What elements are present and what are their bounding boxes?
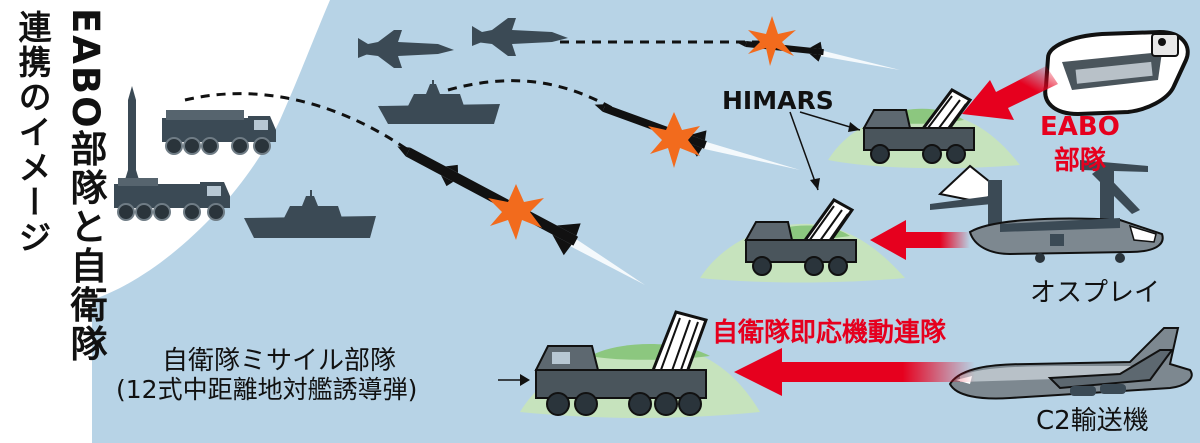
- missile-trail-middle: [700, 140, 800, 170]
- sdf-launcher-group: [520, 310, 760, 418]
- arrow-c2-to-sdf: [734, 348, 975, 396]
- c2-transport-aircraft: [948, 327, 1193, 400]
- launcher-truck-lower: [114, 178, 230, 221]
- ground-missile: [124, 86, 140, 183]
- explosion-middle: [648, 112, 700, 168]
- title-line1: 連携のイメージ: [13, 10, 52, 255]
- himars-upper-group: [828, 88, 1020, 169]
- missile-path-left: [184, 92, 409, 152]
- launcher-truck-upper: [162, 110, 276, 155]
- missile-path-middle: [447, 79, 613, 110]
- label-c2-transport: C2輸送機: [1036, 406, 1149, 436]
- explosion-lower: [488, 184, 544, 240]
- arrow-osprey-to-himars: [870, 220, 970, 260]
- himars-middle-group: [700, 198, 905, 283]
- missile-trail-top: [820, 50, 900, 70]
- missile-trail-lower: [566, 235, 645, 285]
- hovercraft-lcac: [1043, 29, 1190, 117]
- title-line2: EABO部隊と自衛隊: [64, 8, 107, 364]
- label-rapid-deployment-regiment: 自衛隊即応機動連隊: [712, 318, 947, 348]
- fighter-jet-left: [358, 30, 454, 68]
- label-sdf-missile-unit: 自衛隊ミサイル部隊: [162, 346, 397, 376]
- pointer-himars-middle: [789, 111, 819, 191]
- enemy-warship-upper: [378, 80, 500, 124]
- enemy-warship-lower: [244, 190, 376, 238]
- type12-launcher-vehicle: [534, 310, 708, 416]
- osprey-aircraft: [930, 160, 1164, 263]
- himars-vehicle-middle: [744, 198, 857, 276]
- label-himars: HIMARS: [722, 86, 834, 115]
- fighter-jet-right: [472, 18, 568, 56]
- label-eabo-unit: EABO 部隊: [1040, 112, 1120, 176]
- label-osprey: オスプレイ: [1030, 278, 1161, 308]
- arrow-eabo-to-himars: [962, 66, 1058, 120]
- himars-vehicle-upper: [862, 88, 975, 164]
- explosion-top: [748, 16, 796, 66]
- label-type12-missile: (12式中距離地対艦誘導弾): [116, 375, 418, 404]
